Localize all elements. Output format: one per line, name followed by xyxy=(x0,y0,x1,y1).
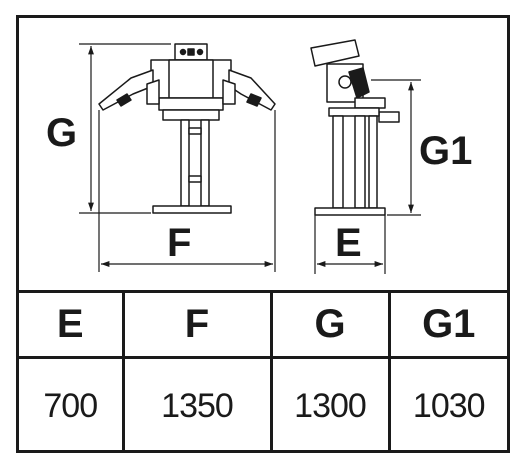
value-e: 700 xyxy=(19,356,123,453)
front-height-label: G xyxy=(46,111,77,155)
front-width-label: F xyxy=(167,221,191,265)
front-view-machine xyxy=(98,43,276,214)
side-depth-label: E xyxy=(335,221,362,265)
side-view-dimensions xyxy=(314,79,421,274)
table-header-row: E F G G1 xyxy=(19,290,507,358)
header-e: E xyxy=(19,290,123,358)
front-view-dimensions xyxy=(79,43,276,272)
header-g1: G1 xyxy=(387,290,507,358)
dimension-drawing: G F G1 E xyxy=(46,39,472,274)
value-g: 1300 xyxy=(269,356,389,453)
value-f: 1350 xyxy=(121,356,271,453)
side-height-label: G1 xyxy=(419,129,472,173)
side-view-machine xyxy=(310,39,400,216)
value-g1: 1030 xyxy=(387,356,507,453)
header-g: G xyxy=(269,290,389,358)
table-value-row: 700 1350 1300 1030 xyxy=(19,356,507,453)
header-f: F xyxy=(121,290,271,358)
dimension-table: E F G G1 700 1350 1300 1030 xyxy=(19,290,507,453)
dimension-sheet: G F G1 E xyxy=(16,15,510,453)
